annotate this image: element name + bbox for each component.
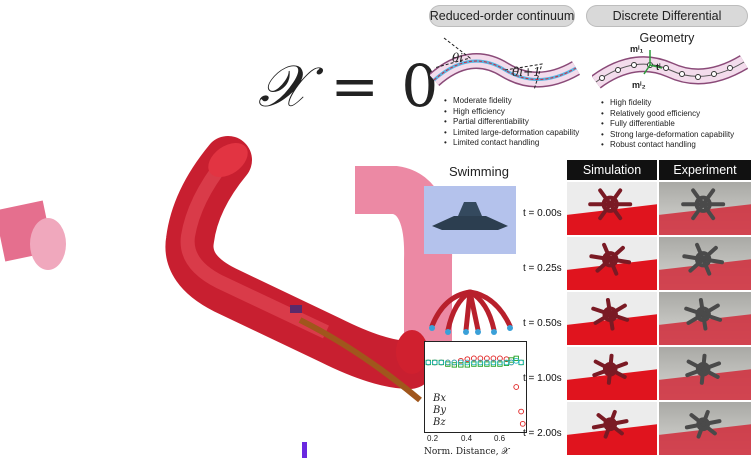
xtick: 0.4 xyxy=(461,434,473,443)
red-tube-highlight xyxy=(180,157,329,339)
plot-point-bx xyxy=(497,355,503,362)
continuum-diagram: θi θi+1 xyxy=(430,37,580,91)
plot-point-bz xyxy=(451,359,458,366)
plot-point-bz xyxy=(464,359,471,366)
legend-by: By xyxy=(433,405,446,416)
plot-point-by xyxy=(513,355,519,362)
bullet: Partial differentiability xyxy=(453,117,579,128)
equation-symbol: 𝒳 xyxy=(258,52,310,120)
plot-point-bz xyxy=(457,359,464,366)
m1-label: mⁱ₁ xyxy=(630,43,644,54)
swimming-label: Swimming xyxy=(449,164,509,179)
plot-point-bz xyxy=(438,359,445,366)
sim-frame xyxy=(567,237,657,290)
legend-bz: Bz xyxy=(433,417,446,428)
equation: 𝒳 = 0 xyxy=(258,52,440,121)
bullet: Strong large-deformation capability xyxy=(610,130,734,141)
red-tube-top-cap xyxy=(208,142,248,178)
sim-frame xyxy=(567,402,657,455)
purple-tick xyxy=(302,442,307,458)
plot-point-bz xyxy=(518,359,524,366)
field-plot xyxy=(424,341,527,433)
exp-frame xyxy=(659,402,751,455)
plot-point-bz xyxy=(425,359,432,366)
xtick: 0.2 xyxy=(427,434,439,443)
time-label: t = 0.50s xyxy=(523,318,562,329)
bullet: Limited contact handling xyxy=(453,138,579,149)
plot-point-bx xyxy=(484,355,490,362)
plot-point-bx xyxy=(519,420,526,427)
red-tube-end xyxy=(396,330,428,374)
continuum-bullets: Moderate fidelity High efficiency Partia… xyxy=(441,96,579,149)
xtick: 0.6 xyxy=(494,434,506,443)
plot-point-bx xyxy=(490,355,497,362)
m2-label: mⁱ₂ xyxy=(632,79,646,90)
exp-frame xyxy=(659,347,751,400)
rod-render xyxy=(0,136,453,458)
bullet: Moderate fidelity xyxy=(453,96,579,107)
header-ddg: Discrete Differential Geometry xyxy=(586,5,748,45)
exp-frame xyxy=(659,182,751,235)
plot-point-bz xyxy=(431,359,438,366)
bullet: High fidelity xyxy=(610,98,734,109)
swimming-render xyxy=(424,186,516,254)
plot-point-by xyxy=(458,362,464,368)
plot-point-by xyxy=(451,362,457,368)
ddg-diagram: mⁱ₁ tⁱ mⁱ₂ xyxy=(592,43,749,90)
pink-tube-left-cap xyxy=(30,218,66,270)
purple-marker xyxy=(290,305,302,313)
field-plot-svg xyxy=(425,355,526,427)
plot-point-bx xyxy=(518,408,524,415)
ddg-bullets: High fidelity Relatively good efficiency… xyxy=(598,98,734,151)
plot-point-bx xyxy=(513,384,520,390)
sim-frame xyxy=(567,292,657,345)
bullet: Robust contact handling xyxy=(610,140,734,151)
plot-point-bx xyxy=(464,356,471,363)
plot-point-bx xyxy=(471,355,477,362)
plot-point-bz xyxy=(513,357,520,364)
plot-point-bx xyxy=(477,355,484,362)
orange-stripe xyxy=(298,317,422,403)
header-reduced-order: Reduced-order continuum xyxy=(429,5,575,27)
time-label: t = 0.25s xyxy=(523,263,562,274)
time-label: t = 0.00s xyxy=(523,208,562,219)
plot-point-bz xyxy=(444,359,451,366)
bullet: Relatively good efficiency xyxy=(610,109,734,120)
exp-frame xyxy=(659,237,751,290)
plot-point-bx xyxy=(457,357,464,364)
bullet: High efficiency xyxy=(453,107,579,118)
plot-point-bz xyxy=(508,359,515,366)
equation-operator: = xyxy=(330,52,381,120)
bullet: Limited large-deformation capability xyxy=(453,128,579,139)
theta-i-label: θi xyxy=(452,51,463,65)
plot-point-bz xyxy=(471,359,477,366)
plot-point-bz xyxy=(490,359,497,366)
plot-point-bz xyxy=(477,359,484,366)
plot-xlabel: Norm. Distance, 𝒳 xyxy=(424,447,510,457)
sim-frame xyxy=(567,182,657,235)
equation-value: 0 xyxy=(401,52,441,120)
t-label: tⁱ xyxy=(656,61,661,72)
column-experiment: Experiment xyxy=(659,160,751,180)
exp-frame xyxy=(659,292,751,345)
legend-bx: Bx xyxy=(433,393,446,404)
pink-tube-back xyxy=(355,166,453,360)
sim-frame xyxy=(567,347,657,400)
plot-point-bz xyxy=(484,359,490,366)
bullet: Fully differentiable xyxy=(610,119,734,130)
time-label: t = 1.00s xyxy=(523,373,562,384)
robot-render xyxy=(429,289,513,335)
theta-i1-label: θi+1 xyxy=(512,65,541,79)
column-simulation: Simulation xyxy=(567,160,657,180)
plot-point-bz xyxy=(497,359,503,366)
time-label: t = 2.00s xyxy=(523,428,562,439)
plot-point-by xyxy=(464,362,471,368)
